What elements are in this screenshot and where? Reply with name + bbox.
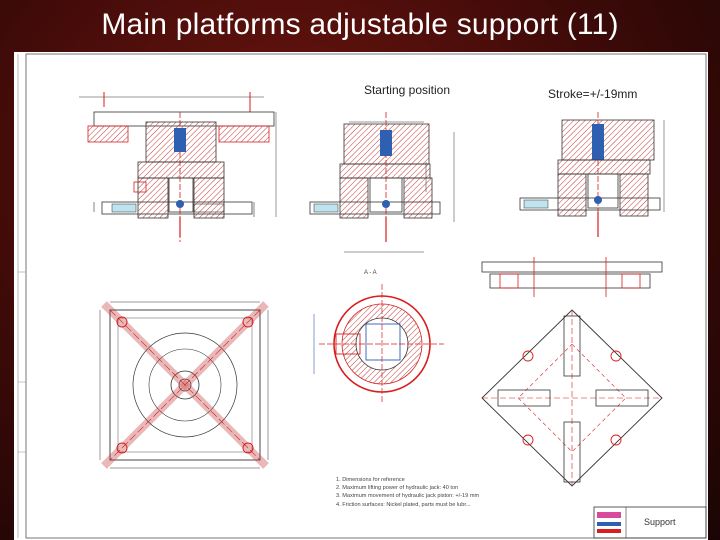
section-view-starting-position — [309, 112, 455, 253]
plan-bar-right — [481, 257, 663, 297]
starting-position-label: Starting position — [363, 83, 451, 97]
section-view-stroke — [519, 112, 665, 237]
drawing-frame — [25, 53, 707, 539]
technical-drawing-sheet: Starting position Stroke=+/-19mm A - A 1… — [14, 52, 708, 540]
slide-title: Main platforms adjustable support (11) — [101, 8, 619, 41]
section-view-left — [79, 92, 277, 242]
plan-view-left — [99, 301, 269, 469]
note-item: 1. Dimensions for reference — [336, 477, 405, 483]
title-block-name: Support — [644, 517, 676, 527]
drawing-notes: 1. Dimensions for reference 2. Maximum l… — [336, 476, 479, 509]
diamond-plan-view — [481, 309, 663, 487]
note-item: 4. Friction surfaces: Nickel plated, par… — [336, 501, 471, 508]
note-item: 2. Maximum lifting power of hydraulic ja… — [336, 485, 459, 492]
circular-section-view — [313, 284, 444, 402]
title-block — [593, 506, 707, 539]
section-label: A - A — [364, 270, 377, 276]
technical-drawing — [17, 53, 707, 539]
stroke-label: Stroke=+/-19mm — [548, 87, 638, 101]
note-item: 3. Maximum movement of hydraulic jack pi… — [336, 493, 480, 500]
